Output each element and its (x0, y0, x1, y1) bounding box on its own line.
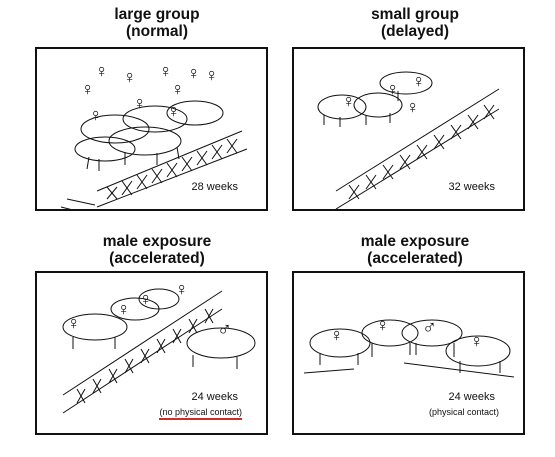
panel-small-group: ♀ ♀ ♀ ♀ 32 weeks (292, 47, 525, 211)
panel-3-title-line1: male exposure (102, 233, 212, 250)
panel-4-illustration (303, 319, 515, 378)
panel-4-title-line2: (accelerated) (367, 250, 463, 267)
panel-2-title-line1: small group (371, 6, 459, 23)
female-symbol: ♀ (470, 331, 484, 351)
panel-2-illustration (317, 71, 500, 209)
panel-3-weeks: 24 weeks (191, 391, 238, 403)
panel-4-title-line1: male exposure (360, 233, 470, 250)
panel-male-exposure-contact: ♀ ♀ ♀ ♂ 24 weeks (physical contact) (292, 271, 525, 435)
female-symbol: ♀ (171, 79, 185, 99)
female-symbol: ♀ (205, 65, 219, 85)
female-symbol: ♀ (67, 313, 81, 333)
female-symbol: ♀ (342, 91, 356, 111)
female-symbol: ♀ (167, 101, 181, 121)
female-symbol: ♀ (139, 289, 153, 309)
panel-1-title-line2: (normal) (126, 23, 188, 40)
female-symbol: ♀ (175, 279, 189, 299)
female-symbol: ♀ (133, 93, 147, 113)
panel-2-title: small group (delayed) (285, 6, 545, 40)
panel-3-title-line2: (accelerated) (109, 250, 205, 267)
female-symbol: ♀ (412, 71, 426, 91)
female-symbol: ♀ (117, 299, 131, 319)
panel-2-weeks: 32 weeks (448, 181, 495, 193)
panel-1-title-line1: large group (114, 6, 200, 23)
panel-4-weeks: 24 weeks (448, 391, 495, 403)
panel-4-title: male exposure (accelerated) (285, 233, 545, 267)
male-symbol: ♂ (422, 317, 437, 339)
panel-3-note: (no physical contact) (159, 407, 242, 420)
male-symbol: ♂ (217, 319, 232, 341)
female-symbol: ♀ (406, 97, 420, 117)
panel-3-title: male exposure (accelerated) (27, 233, 287, 267)
no-contact-label: (no physical contact) (159, 407, 242, 420)
panel-male-exposure-no-contact: ♀ ♀ ♀ ♀ ♂ 24 weeks (no physical contact) (35, 271, 268, 435)
panel-1-weeks: 28 weeks (191, 181, 238, 193)
panel-2-title-line2: (delayed) (380, 23, 450, 40)
female-symbol: ♀ (187, 63, 201, 83)
female-symbol: ♀ (159, 61, 173, 81)
female-symbol: ♀ (330, 325, 344, 345)
panel-3-illustration (62, 288, 256, 414)
panel-large-group: ♀ ♀ ♀ ♀ ♀ ♀ ♀ ♀ ♀ ♀ 28 weeks (35, 47, 268, 211)
panel-1-illustration (60, 100, 248, 209)
panel-4-note: (physical contact) (428, 407, 499, 417)
female-symbol: ♀ (95, 61, 109, 81)
female-symbol: ♀ (81, 79, 95, 99)
panel-1-title: large group (normal) (27, 6, 287, 40)
female-symbol: ♀ (386, 79, 400, 99)
female-symbol: ♀ (89, 105, 103, 125)
female-symbol: ♀ (123, 67, 137, 87)
female-symbol: ♀ (376, 315, 390, 335)
